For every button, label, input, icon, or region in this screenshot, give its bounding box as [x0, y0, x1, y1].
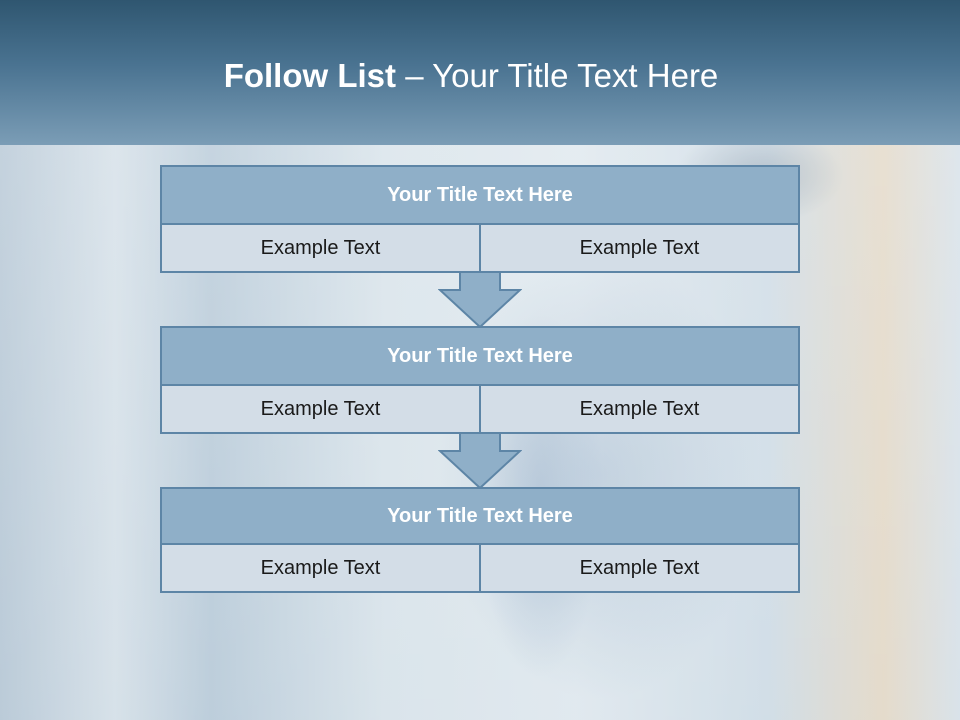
step-cell-left: Example Text: [260, 557, 381, 579]
step-row: Example Text Example Text: [162, 386, 798, 432]
title-bar: Follow List – Your Title Text Here: [0, 0, 960, 145]
down-arrow-icon: [438, 270, 522, 328]
slide-title-rest: – Your Title Text Here: [396, 57, 719, 94]
step-row: Example Text Example Text: [162, 225, 798, 271]
step-cell-left: Example Text: [260, 237, 381, 259]
step-cell-right: Example Text: [479, 225, 798, 271]
step-cell-right: Example Text: [479, 386, 798, 432]
step-cell-right: Example Text: [479, 545, 798, 591]
slide-title: Follow List – Your Title Text Here: [0, 56, 942, 96]
step-box-3: Your Title Text Here Example Text Exampl…: [160, 487, 800, 593]
step-box-1: Your Title Text Here Example Text Exampl…: [160, 165, 800, 273]
step-box-2: Your Title Text Here Example Text Exampl…: [160, 326, 800, 434]
step-title: Your Title Text Here: [162, 489, 798, 545]
step-title: Your Title Text Here: [162, 328, 798, 386]
step-title: Your Title Text Here: [162, 167, 798, 225]
step-row: Example Text Example Text: [162, 545, 798, 591]
step-cell-left: Example Text: [260, 398, 381, 420]
slide-title-bold: Follow List: [223, 57, 397, 94]
down-arrow-icon: [438, 431, 522, 489]
